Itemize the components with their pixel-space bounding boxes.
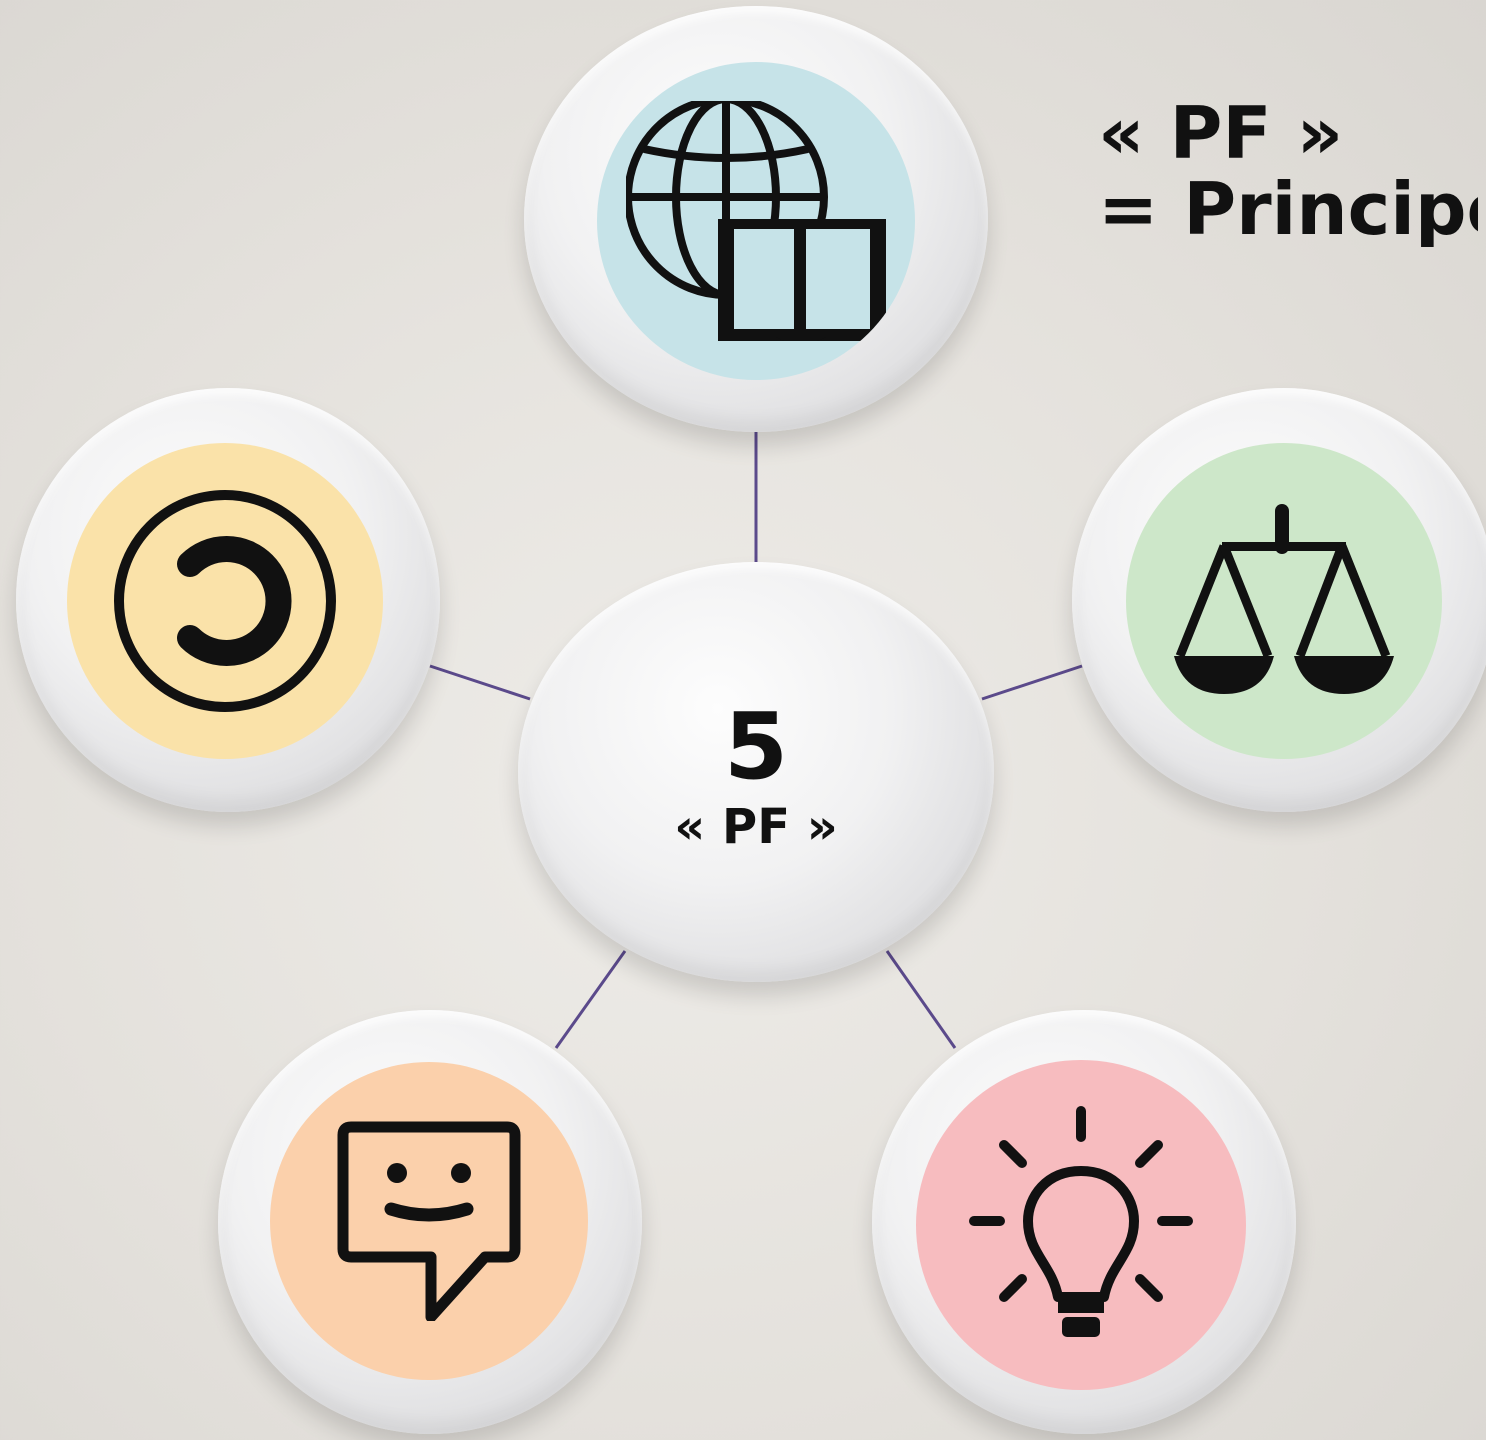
globe-book-icon [626, 101, 886, 341]
node-bottom-right [872, 1010, 1296, 1434]
connector-bottom-left [554, 950, 627, 1049]
connector-left [429, 664, 531, 701]
heading-line-1: « PF » [1098, 96, 1344, 175]
smiley-chat-icon [337, 1121, 521, 1321]
connector-right [981, 664, 1083, 701]
scales-icon [1174, 504, 1394, 694]
copyleft-icon [114, 490, 336, 712]
node-right-fill [1126, 443, 1442, 759]
center-number: 5 [723, 693, 788, 800]
node-bottom-right-fill [916, 1060, 1246, 1390]
heading-line-2: = Principe [1098, 166, 1478, 248]
connector-bottom-right [885, 950, 957, 1049]
lightbulb-icon [969, 1106, 1193, 1337]
heading: « PF » = Principe [1098, 96, 1478, 247]
node-top-fill [597, 62, 915, 380]
center-abbr: « PF » [674, 799, 838, 855]
node-center: 5 « PF » [518, 562, 994, 982]
node-top [524, 6, 988, 432]
node-bottom-left [218, 1010, 642, 1434]
node-left [16, 388, 440, 812]
node-left-fill [67, 443, 383, 759]
node-right [1072, 388, 1486, 812]
node-bottom-left-fill [270, 1062, 588, 1380]
